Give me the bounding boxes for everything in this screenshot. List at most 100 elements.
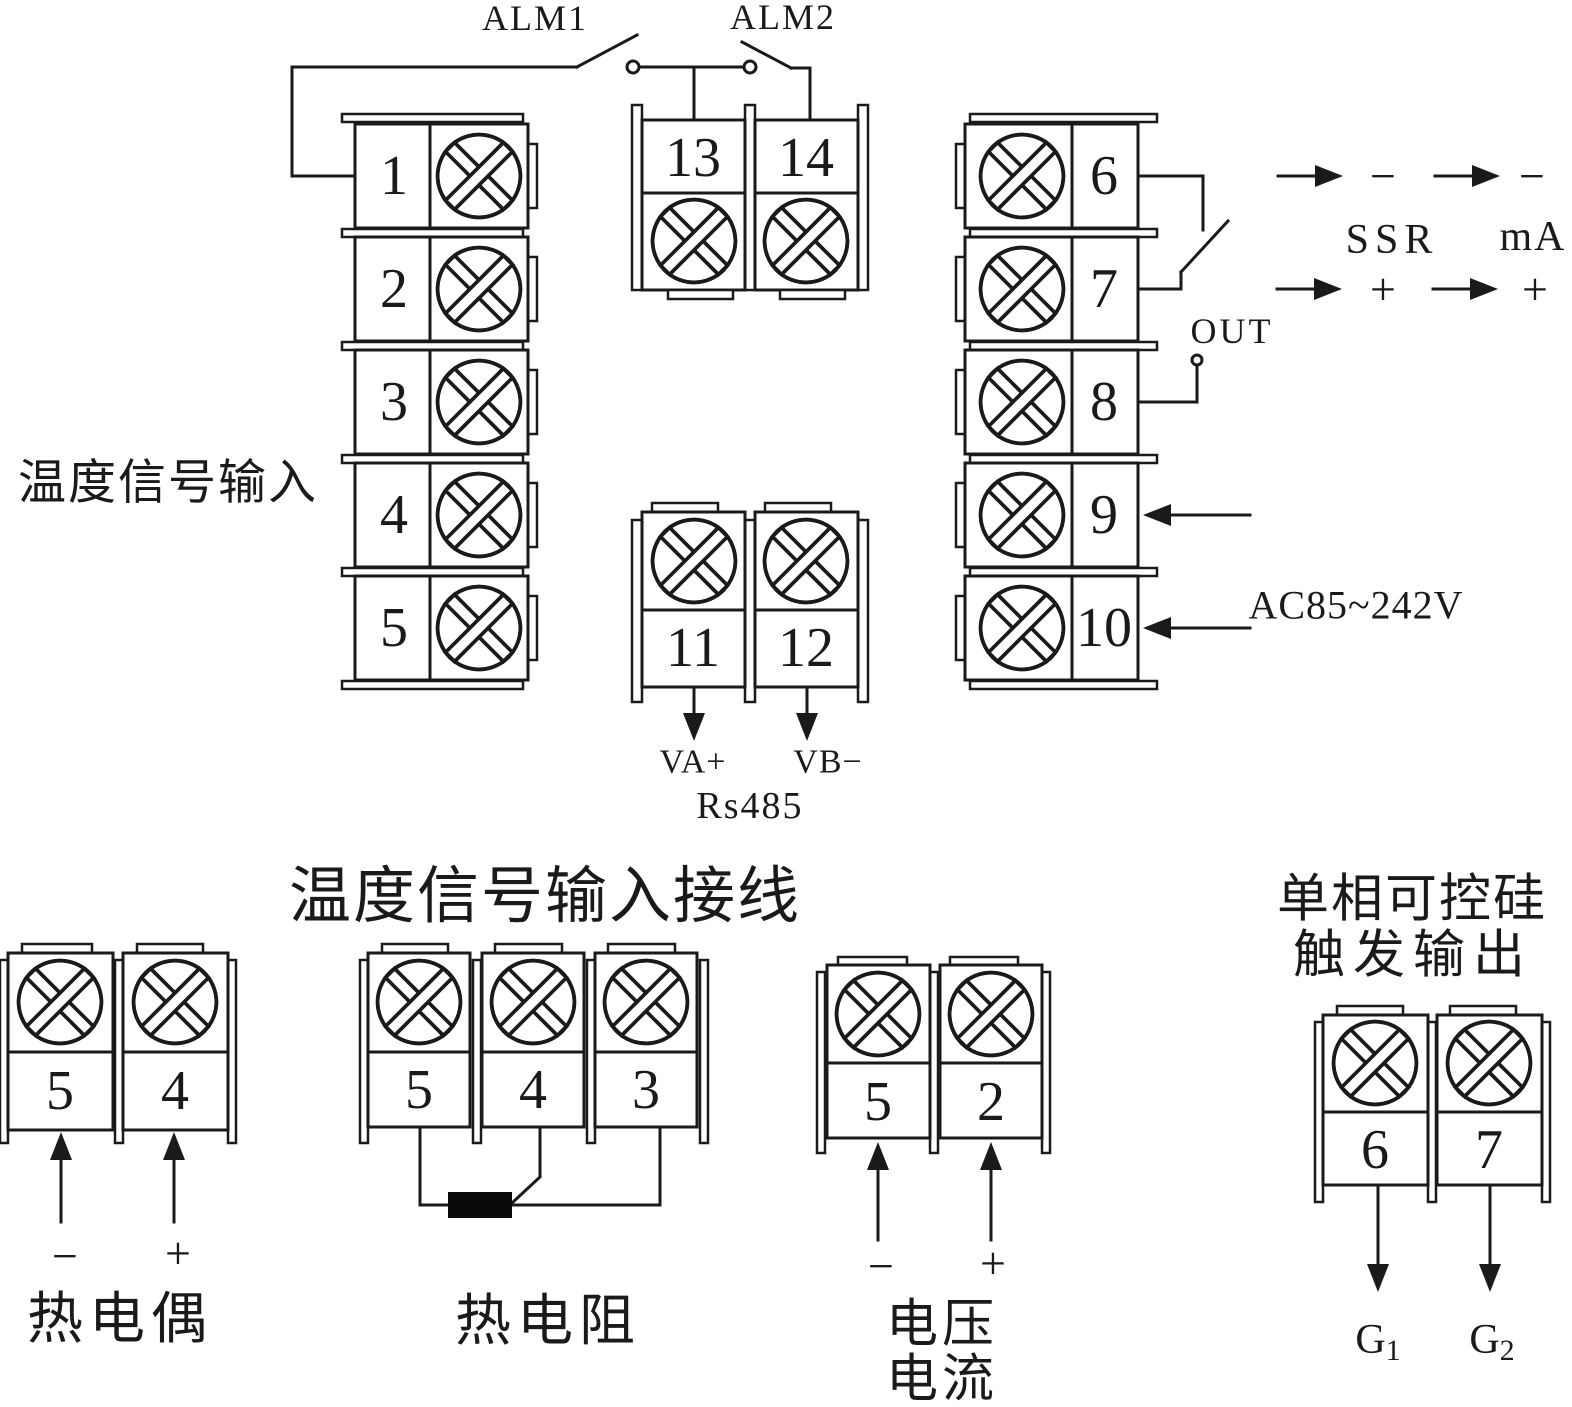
ssr-plus-sign: + bbox=[1370, 264, 1396, 315]
scr-title-line2: 触发输出 bbox=[1293, 928, 1533, 985]
block-tab bbox=[666, 288, 735, 301]
arrow-up-icon bbox=[50, 1132, 72, 1160]
ma-plus-sign: + bbox=[1522, 264, 1548, 315]
scr-title-line1: 单相可控硅 bbox=[1277, 872, 1547, 929]
terminal-number: 12 bbox=[778, 617, 834, 679]
alm1-label: ALM1 bbox=[482, 0, 588, 38]
g1-label: G1 bbox=[1355, 1317, 1400, 1367]
arrow-right-icon bbox=[1472, 165, 1500, 187]
arrow-up-icon bbox=[980, 1142, 1002, 1170]
terminal-number: 5 bbox=[380, 597, 408, 659]
ssr-label: SSR bbox=[1346, 217, 1439, 263]
terminal-number: 4 bbox=[380, 484, 408, 546]
screw-icon bbox=[762, 197, 850, 285]
screw-icon bbox=[947, 970, 1035, 1058]
screw-icon bbox=[978, 132, 1066, 220]
screw-icon bbox=[1445, 1019, 1533, 1107]
screw-icon bbox=[978, 358, 1066, 446]
terminal-number: 3 bbox=[380, 371, 408, 433]
terminal-block-rtd: 5 4 3 热电阻 bbox=[358, 942, 710, 1353]
block-strip bbox=[968, 112, 1159, 124]
arrow-down-icon bbox=[796, 713, 818, 741]
screw-icon bbox=[1331, 1019, 1419, 1107]
screw-icon bbox=[435, 132, 523, 220]
minus-sign: − bbox=[52, 1231, 78, 1282]
minus-sign: − bbox=[868, 1241, 894, 1292]
alm2-label: ALM2 bbox=[730, 0, 836, 37]
block-strip bbox=[340, 679, 525, 691]
terminal-block-rs485: 11 12 VA+ VB− Rs485 bbox=[630, 501, 870, 827]
voltage-label: 电压 bbox=[886, 1297, 998, 1354]
wire-terminal1-alm1 bbox=[290, 65, 579, 178]
rtd-sensor-element bbox=[448, 1192, 512, 1218]
terminal-number: 11 bbox=[666, 617, 720, 679]
terminal-block-voltage-current: 5 2 − + 电压 电流 bbox=[815, 955, 1052, 1407]
terminal-number: 6 bbox=[1090, 145, 1118, 207]
terminal-number: 9 bbox=[1090, 484, 1118, 546]
terminal-number: 3 bbox=[632, 1059, 660, 1121]
screw-icon bbox=[16, 958, 104, 1046]
wire-rtd-4 bbox=[509, 1125, 542, 1206]
terminal-number: 4 bbox=[161, 1060, 189, 1122]
terminal-block-input: 1 2 3 4 5 温度信号输入 bbox=[18, 112, 539, 691]
terminal-number: 5 bbox=[864, 1071, 892, 1133]
block-strip bbox=[815, 970, 827, 1155]
block-strip bbox=[471, 958, 483, 1145]
screw-icon bbox=[762, 517, 850, 605]
block-strip bbox=[698, 958, 710, 1145]
terminal-number: 2 bbox=[380, 258, 408, 320]
terminal-block-thermocouple: 5 4 − + 热电偶 bbox=[0, 942, 238, 1351]
wire-terminal8-out bbox=[1136, 363, 1199, 404]
ma-label: mA bbox=[1500, 214, 1567, 260]
terminal-number: 4 bbox=[519, 1059, 547, 1121]
terminal-block-output: 6 7 8 9 10 bbox=[954, 112, 1159, 691]
screw-icon bbox=[834, 970, 922, 1058]
g2-label: G2 bbox=[1469, 1317, 1514, 1367]
bottom-section-title: 温度信号输入接线 bbox=[289, 863, 801, 931]
output-wiring: OUT − − SSR mA + + AC85~242V bbox=[1136, 151, 1567, 639]
screw-icon bbox=[978, 471, 1066, 559]
screw-icon bbox=[650, 517, 738, 605]
terminal-number: 14 bbox=[778, 127, 834, 189]
screw-icon bbox=[978, 245, 1066, 333]
arrow-down-icon bbox=[1479, 1264, 1501, 1292]
block-strip bbox=[340, 112, 525, 124]
arrow-up-icon bbox=[163, 1132, 185, 1160]
screw-icon bbox=[489, 958, 577, 1046]
arrow-right-icon bbox=[1315, 165, 1343, 187]
screw-icon bbox=[435, 358, 523, 446]
out-label: OUT bbox=[1191, 311, 1274, 351]
wire-terminal7-out bbox=[1136, 270, 1183, 291]
terminal-number: 2 bbox=[977, 1071, 1005, 1133]
arrow-right-icon bbox=[1314, 278, 1342, 300]
terminal-block-scr: 单相可控硅 触发输出 6 7 G1 G2 bbox=[1277, 872, 1552, 1367]
power-label: AC85~242V bbox=[1248, 583, 1463, 628]
va-plus-label: VA+ bbox=[660, 744, 727, 781]
screw-icon bbox=[435, 245, 523, 333]
ma-minus-sign: − bbox=[1519, 151, 1545, 202]
current-label: 电流 bbox=[886, 1352, 998, 1407]
screw-icon bbox=[650, 197, 738, 285]
screw-icon bbox=[435, 471, 523, 559]
screw-icon bbox=[131, 958, 219, 1046]
wire-terminal6-out bbox=[1136, 174, 1205, 232]
terminal-number: 7 bbox=[1090, 258, 1118, 320]
out-switch-lever bbox=[1178, 218, 1231, 275]
alm2-switch-lever bbox=[739, 39, 794, 71]
alm1-switch-lever bbox=[574, 32, 640, 70]
block-strip bbox=[968, 679, 1159, 691]
wire-alm2-terminal14 bbox=[789, 66, 812, 120]
ssr-minus-sign: − bbox=[1370, 151, 1396, 202]
terminal-number: 10 bbox=[1076, 597, 1132, 659]
terminal-number: 1 bbox=[380, 145, 408, 207]
arrow-down-icon bbox=[683, 713, 705, 741]
terminal-number: 5 bbox=[46, 1060, 74, 1122]
vb-minus-label: VB− bbox=[793, 744, 862, 781]
plus-sign: + bbox=[980, 1238, 1006, 1289]
arrow-down-icon bbox=[1367, 1264, 1389, 1292]
screw-icon bbox=[602, 958, 690, 1046]
alarm-contacts: ALM1 ALM2 bbox=[290, 0, 836, 178]
rtd-label: 热电阻 bbox=[455, 1291, 641, 1353]
wire-rtd-3 bbox=[510, 1125, 662, 1207]
